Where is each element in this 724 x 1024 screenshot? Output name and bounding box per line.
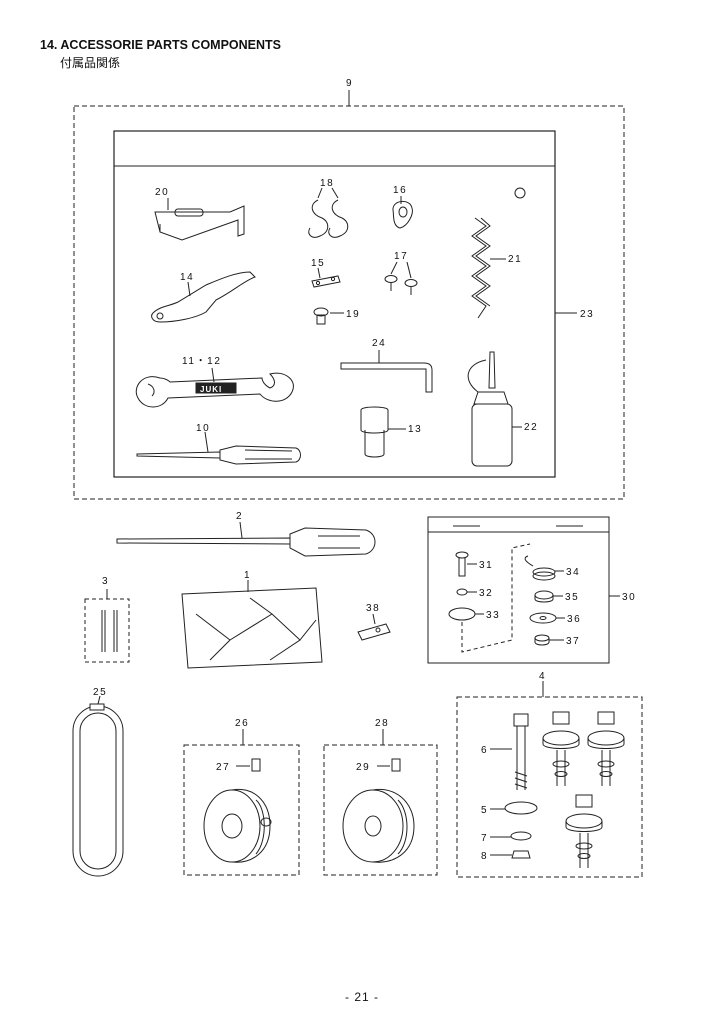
callout-29: 29: [356, 762, 370, 773]
callout-16: 16: [393, 185, 407, 196]
group-boundary-30: [427, 516, 610, 664]
callout-18: 18: [320, 178, 334, 189]
belt-part: [72, 695, 124, 877]
dust-cover-part: [181, 580, 323, 669]
box-hole: [514, 187, 526, 199]
lever-part: [151, 271, 256, 323]
foot-assembly-3: [565, 794, 603, 868]
foot-assembly-2: [587, 711, 625, 786]
small-piece-38-part: [357, 613, 391, 641]
wrench-brand-text: JUKI: [200, 385, 222, 394]
screw-pair-part: [384, 261, 418, 295]
callout-27: 27: [216, 762, 230, 773]
small-plate-part: [311, 267, 341, 288]
callout-35: 35: [565, 592, 579, 603]
section-subtitle: 付属品関係: [60, 56, 121, 70]
callout-31: 31: [479, 560, 493, 571]
callout-33: 33: [486, 610, 500, 621]
callout-9: 9: [346, 78, 353, 89]
callout-24: 24: [372, 338, 386, 349]
callout-32: 32: [479, 588, 493, 599]
callout-13: 13: [408, 424, 422, 435]
clip-part: [392, 196, 413, 229]
screwdriver-small-part: [136, 431, 301, 465]
callout-17: 17: [394, 251, 408, 262]
page-number: - 21 -: [344, 990, 379, 1004]
hook-pair-part: [308, 187, 349, 238]
stand-group-4: [456, 681, 643, 878]
callout-38: 38: [366, 603, 380, 614]
callout-36: 36: [567, 614, 581, 625]
bracket-part: [154, 198, 245, 241]
wrench-brand-plate: [195, 382, 237, 394]
callout-14: 14: [180, 272, 194, 283]
callout-8: 8: [481, 851, 488, 862]
callout-10: 10: [196, 423, 210, 434]
callout-2: 2: [236, 511, 243, 522]
foot-assembly-1: [542, 711, 580, 786]
callout-11-12: 11・12: [182, 356, 222, 367]
callout-21: 21: [508, 254, 522, 265]
callout-28: 28: [375, 718, 389, 729]
accessory-box-group: [73, 90, 625, 500]
callout-23: 23: [580, 309, 594, 320]
needle-pack-part: [84, 589, 130, 663]
screw-19-part: [313, 307, 344, 325]
oil-bottle-part: [467, 351, 522, 467]
group-boundary-9: [73, 105, 625, 500]
callout-19: 19: [346, 309, 360, 320]
bobbin-group-30: [427, 516, 620, 664]
callout-34: 34: [566, 567, 580, 578]
callout-25: 25: [93, 687, 107, 698]
callout-1: 1: [244, 570, 251, 581]
callout-6: 6: [481, 745, 488, 756]
callout-3: 3: [102, 576, 109, 587]
callout-37: 37: [566, 636, 580, 647]
callout-4: 4: [539, 671, 546, 682]
callout-26: 26: [235, 718, 249, 729]
pulley-group-28: [323, 729, 438, 876]
spiral-part: [471, 217, 506, 319]
section-title: 14. ACCESSORIE PARTS COMPONENTS: [40, 38, 282, 52]
callout-22: 22: [524, 422, 538, 433]
accessory-box: [113, 130, 556, 478]
callout-7: 7: [481, 833, 488, 844]
wrench-part: [135, 367, 294, 408]
callout-5: 5: [481, 805, 488, 816]
screwdriver-large-part: [116, 521, 376, 557]
pulley-group-26: [183, 729, 300, 876]
cap-part: [360, 406, 406, 458]
callout-15: 15: [311, 258, 325, 269]
callout-labels: 9 23 20 18 16 17 21 15 14 19 24 11・12 13…: [93, 78, 636, 862]
hex-key-part: [340, 350, 433, 393]
callout-20: 20: [155, 187, 169, 198]
callout-30: 30: [622, 592, 636, 603]
